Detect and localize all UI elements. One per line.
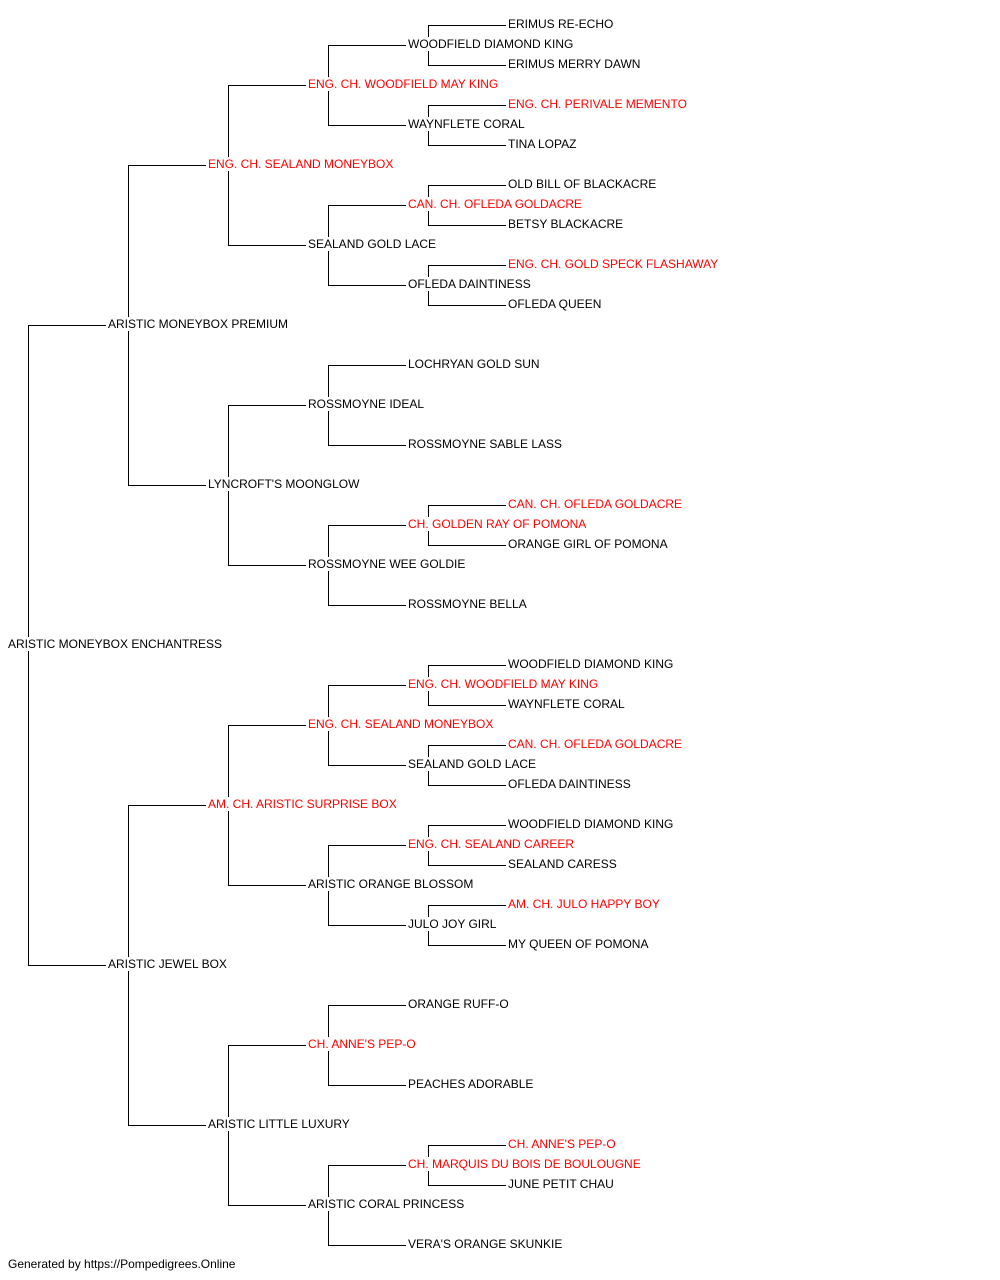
- dog-name[interactable]: AM. CH. JULO HAPPY BOY: [508, 897, 661, 911]
- dog-name[interactable]: ENG. CH. SEALAND MONEYBOX: [308, 717, 495, 731]
- dog-name[interactable]: ROSSMOYNE WEE GOLDIE: [308, 557, 467, 571]
- dog-name[interactable]: WOODFIELD DIAMOND KING: [408, 37, 575, 51]
- dog-name[interactable]: WOODFIELD DIAMOND KING: [508, 817, 675, 831]
- dog-name[interactable]: ARISTIC LITTLE LUXURY: [208, 1117, 351, 1131]
- dog-name[interactable]: ENG. CH. PERIVALE MEMENTO: [508, 97, 688, 111]
- dog-name[interactable]: ENG. CH. SEALAND CAREER: [408, 837, 576, 851]
- dog-name[interactable]: WAYNFLETE CORAL: [408, 117, 526, 131]
- dog-name[interactable]: ARISTIC MONEYBOX PREMIUM: [108, 317, 290, 331]
- dog-name[interactable]: ROSSMOYNE SABLE LASS: [408, 437, 564, 451]
- dog-name[interactable]: ARISTIC MONEYBOX ENCHANTRESS: [8, 637, 224, 651]
- dog-name[interactable]: VERA'S ORANGE SKUNKIE: [408, 1237, 564, 1251]
- dog-name[interactable]: CH. GOLDEN RAY OF POMONA: [408, 517, 588, 531]
- dog-name[interactable]: SEALAND GOLD LACE: [308, 237, 438, 251]
- dog-name[interactable]: WAYNFLETE CORAL: [508, 697, 626, 711]
- dog-name[interactable]: ENG. CH. SEALAND MONEYBOX: [208, 157, 395, 171]
- dog-name[interactable]: ERIMUS RE-ECHO: [508, 17, 615, 31]
- dog-name[interactable]: ORANGE RUFF-O: [408, 997, 510, 1011]
- dog-name[interactable]: ROSSMOYNE IDEAL: [308, 397, 426, 411]
- dog-name[interactable]: SEALAND CARESS: [508, 857, 618, 871]
- dog-name[interactable]: SEALAND GOLD LACE: [408, 757, 538, 771]
- dog-name[interactable]: CAN. CH. OFLEDA GOLDACRE: [408, 197, 584, 211]
- dog-name[interactable]: ARISTIC JEWEL BOX: [108, 957, 228, 971]
- dog-name[interactable]: AM. CH. ARISTIC SURPRISE BOX: [208, 797, 398, 811]
- dog-name[interactable]: LYNCROFT'S MOONGLOW: [208, 477, 361, 491]
- dog-name[interactable]: ARISTIC ORANGE BLOSSOM: [308, 877, 475, 891]
- dog-name[interactable]: CAN. CH. OFLEDA GOLDACRE: [508, 497, 684, 511]
- dog-name[interactable]: PEACHES ADORABLE: [408, 1077, 535, 1091]
- dog-name[interactable]: OFLEDA DAINTINESS: [408, 277, 532, 291]
- dog-name[interactable]: OFLEDA DAINTINESS: [508, 777, 632, 791]
- dog-name[interactable]: TINA LOPAZ: [508, 137, 578, 151]
- dog-name[interactable]: ARISTIC CORAL PRINCESS: [308, 1197, 466, 1211]
- dog-name[interactable]: ENG. CH. GOLD SPECK FLASHAWAY: [508, 257, 720, 271]
- dog-name[interactable]: MY QUEEN OF POMONA: [508, 937, 650, 951]
- dog-name[interactable]: CAN. CH. OFLEDA GOLDACRE: [508, 737, 684, 751]
- dog-name[interactable]: CH. ANNE'S PEP-O: [508, 1137, 617, 1151]
- dog-name[interactable]: WOODFIELD DIAMOND KING: [508, 657, 675, 671]
- dog-name[interactable]: ERIMUS MERRY DAWN: [508, 57, 642, 71]
- dog-name[interactable]: ENG. CH. WOODFIELD MAY KING: [408, 677, 600, 691]
- dog-name[interactable]: CH. MARQUIS DU BOIS DE BOULOUGNE: [408, 1157, 642, 1171]
- dog-name[interactable]: ORANGE GIRL OF POMONA: [508, 537, 669, 551]
- dog-name[interactable]: BETSY BLACKACRE: [508, 217, 625, 231]
- dog-name[interactable]: OFLEDA QUEEN: [508, 297, 603, 311]
- dog-name[interactable]: ENG. CH. WOODFIELD MAY KING: [308, 77, 500, 91]
- dog-name[interactable]: JULO JOY GIRL: [408, 917, 498, 931]
- dog-name[interactable]: OLD BILL OF BLACKACRE: [508, 177, 658, 191]
- dog-name[interactable]: ROSSMOYNE BELLA: [408, 597, 528, 611]
- dog-name[interactable]: JUNE PETIT CHAU: [508, 1177, 615, 1191]
- footer-credit: Generated by https://Pompedigrees.Online: [8, 1257, 236, 1271]
- dog-name[interactable]: LOCHRYAN GOLD SUN: [408, 357, 541, 371]
- dog-name[interactable]: CH. ANNE'S PEP-O: [308, 1037, 417, 1051]
